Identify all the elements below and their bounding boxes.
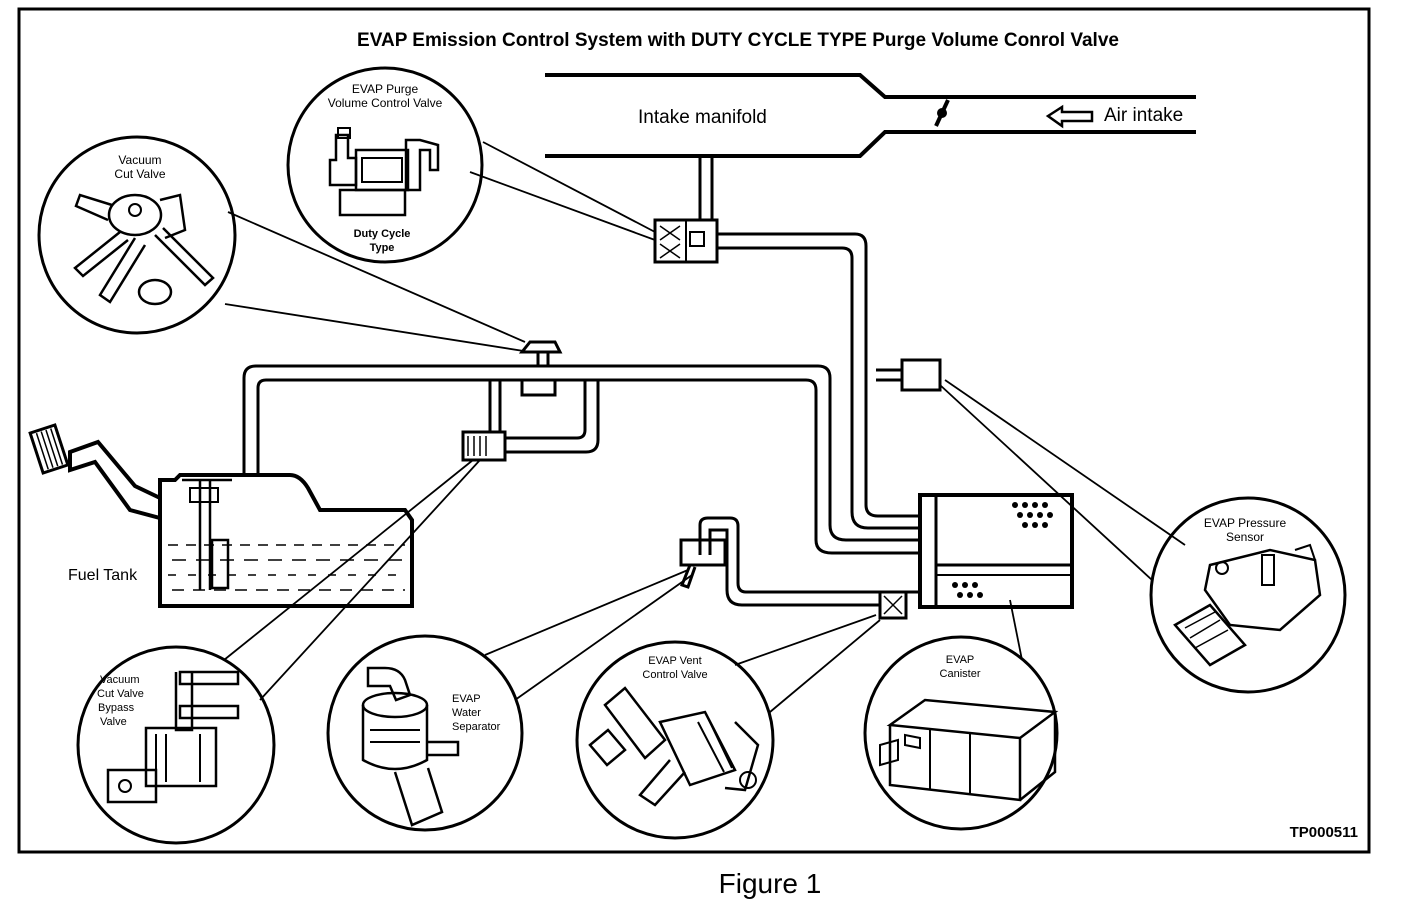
purge-type-label-1: Duty Cycle bbox=[354, 228, 411, 240]
vacuum-cut-valve-label-1: Vacuum bbox=[118, 153, 161, 167]
callout-lines bbox=[223, 141, 1186, 713]
air-intake-arrow-icon bbox=[1045, 104, 1094, 129]
intake-manifold-label: Intake manifold bbox=[638, 107, 767, 128]
canister-symbol bbox=[918, 493, 1074, 609]
fuel-tank bbox=[28, 423, 414, 608]
bypass-valve-label-2: Cut Valve bbox=[97, 688, 144, 700]
bypass-valve-label-3: Bypass bbox=[98, 702, 135, 714]
vent-valve-label-2: Control Valve bbox=[642, 669, 707, 681]
canister-detail: EVAP Canister bbox=[863, 635, 1059, 831]
vacuum-cut-valve-label-2: Cut Valve bbox=[114, 167, 165, 181]
purge-valve-symbol bbox=[653, 156, 920, 530]
pressure-sensor-symbol bbox=[876, 358, 942, 392]
purge-valve-label-1: EVAP Purge bbox=[352, 82, 419, 96]
purge-valve-detail: EVAP Purge Volume Control Valve Duty Cyc… bbox=[286, 66, 484, 264]
vapor-lines bbox=[242, 340, 920, 607]
pressure-sensor-label-2: Sensor bbox=[1226, 530, 1264, 544]
water-separator-label-2: Water bbox=[452, 707, 481, 719]
water-separator-detail: EVAP Water Separator bbox=[326, 634, 524, 832]
diagram-frame bbox=[17, 7, 1371, 854]
intake-manifold bbox=[545, 73, 1196, 158]
vacuum-cut-valve-detail: Vacuum Cut Valve bbox=[37, 135, 237, 335]
air-intake-label: Air intake bbox=[1104, 105, 1183, 126]
vent-valve-symbol bbox=[878, 590, 920, 620]
purge-valve-label-2: Volume Control Valve bbox=[328, 96, 443, 110]
bypass-valve-label-1: Vacuum bbox=[100, 674, 140, 686]
water-separator-label-3: Separator bbox=[452, 721, 501, 733]
pressure-sensor-detail: EVAP Pressure Sensor bbox=[1149, 496, 1347, 694]
bypass-valve-label-4: Valve bbox=[100, 716, 127, 728]
fuel-tank-label: Fuel Tank bbox=[68, 567, 138, 584]
drawing-id: TP000511 bbox=[1290, 824, 1358, 841]
purge-type-label-2: Type bbox=[370, 242, 395, 254]
water-separator-label-1: EVAP bbox=[452, 693, 481, 705]
bypass-valve-detail: Vacuum Cut Valve Bypass Valve bbox=[76, 645, 276, 845]
figure-caption: Figure 1 bbox=[719, 868, 822, 899]
pressure-sensor-label-1: EVAP Pressure bbox=[1204, 516, 1287, 530]
canister-label-2: Canister bbox=[940, 668, 981, 680]
vent-valve-detail: EVAP Vent Control Valve bbox=[575, 640, 775, 840]
vent-valve-label-1: EVAP Vent bbox=[648, 655, 701, 667]
fuel-cap-icon bbox=[28, 423, 70, 475]
canister-label-1: EVAP bbox=[946, 654, 975, 666]
diagram-title: EVAP Emission Control System with DUTY C… bbox=[357, 30, 1119, 51]
